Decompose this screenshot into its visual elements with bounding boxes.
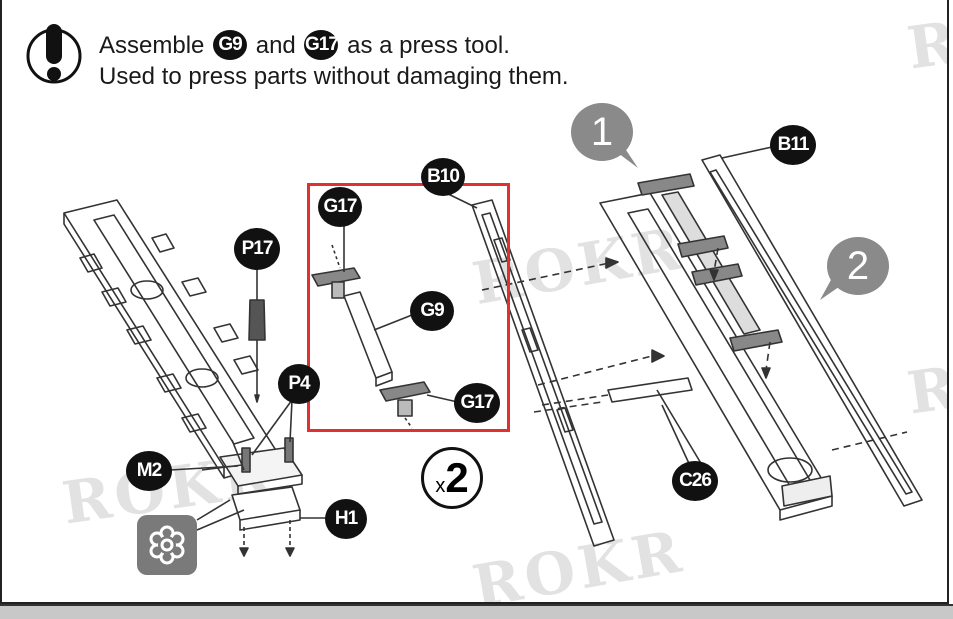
caution-text: Assemble G9 and G17 as a press tool. Use…	[99, 29, 569, 92]
press-tool-highlight	[307, 183, 510, 432]
rod-c26	[607, 377, 693, 403]
callout-h1: H1	[325, 499, 367, 539]
part-tag-g9: G9	[213, 29, 248, 60]
caution-line-2: Used to press parts without damaging the…	[99, 62, 569, 90]
callout-p4: P4	[278, 364, 320, 404]
press-tool-cap-top	[311, 267, 361, 287]
part-tag-g17: G17	[304, 29, 339, 60]
screwdriver-part	[248, 299, 266, 341]
callout-c26: C26	[672, 461, 718, 501]
callout-b10: B10	[421, 158, 465, 196]
page-bottom-bar	[0, 604, 953, 619]
gear-icon	[149, 525, 185, 565]
press-tool-cap-bottom	[379, 381, 431, 402]
quantity-multiplier: x2	[421, 447, 483, 509]
tool-icon-box	[137, 515, 197, 575]
side-plate-b10	[471, 199, 615, 547]
assembly-drawing	[63, 146, 923, 557]
callout-m2: M2	[126, 451, 172, 491]
callout-p17: P17	[234, 228, 280, 270]
step-2-bubble: 2	[827, 237, 889, 295]
multiplier-count: 2	[445, 454, 469, 501]
exclamation-icon	[26, 24, 82, 84]
caution-line-1: Assemble G9 and G17 as a press tool.	[99, 29, 569, 62]
side-plate-b11	[701, 154, 923, 507]
callout-g17-top: G17	[318, 187, 362, 227]
callout-g17-bottom: G17	[454, 383, 500, 423]
instruction-page: ROKR ROKR ROKR ROKR ROKR	[0, 0, 949, 604]
multiplier-prefix: x	[435, 475, 446, 497]
callout-b11: B11	[770, 125, 816, 165]
callout-g9: G9	[410, 291, 454, 331]
